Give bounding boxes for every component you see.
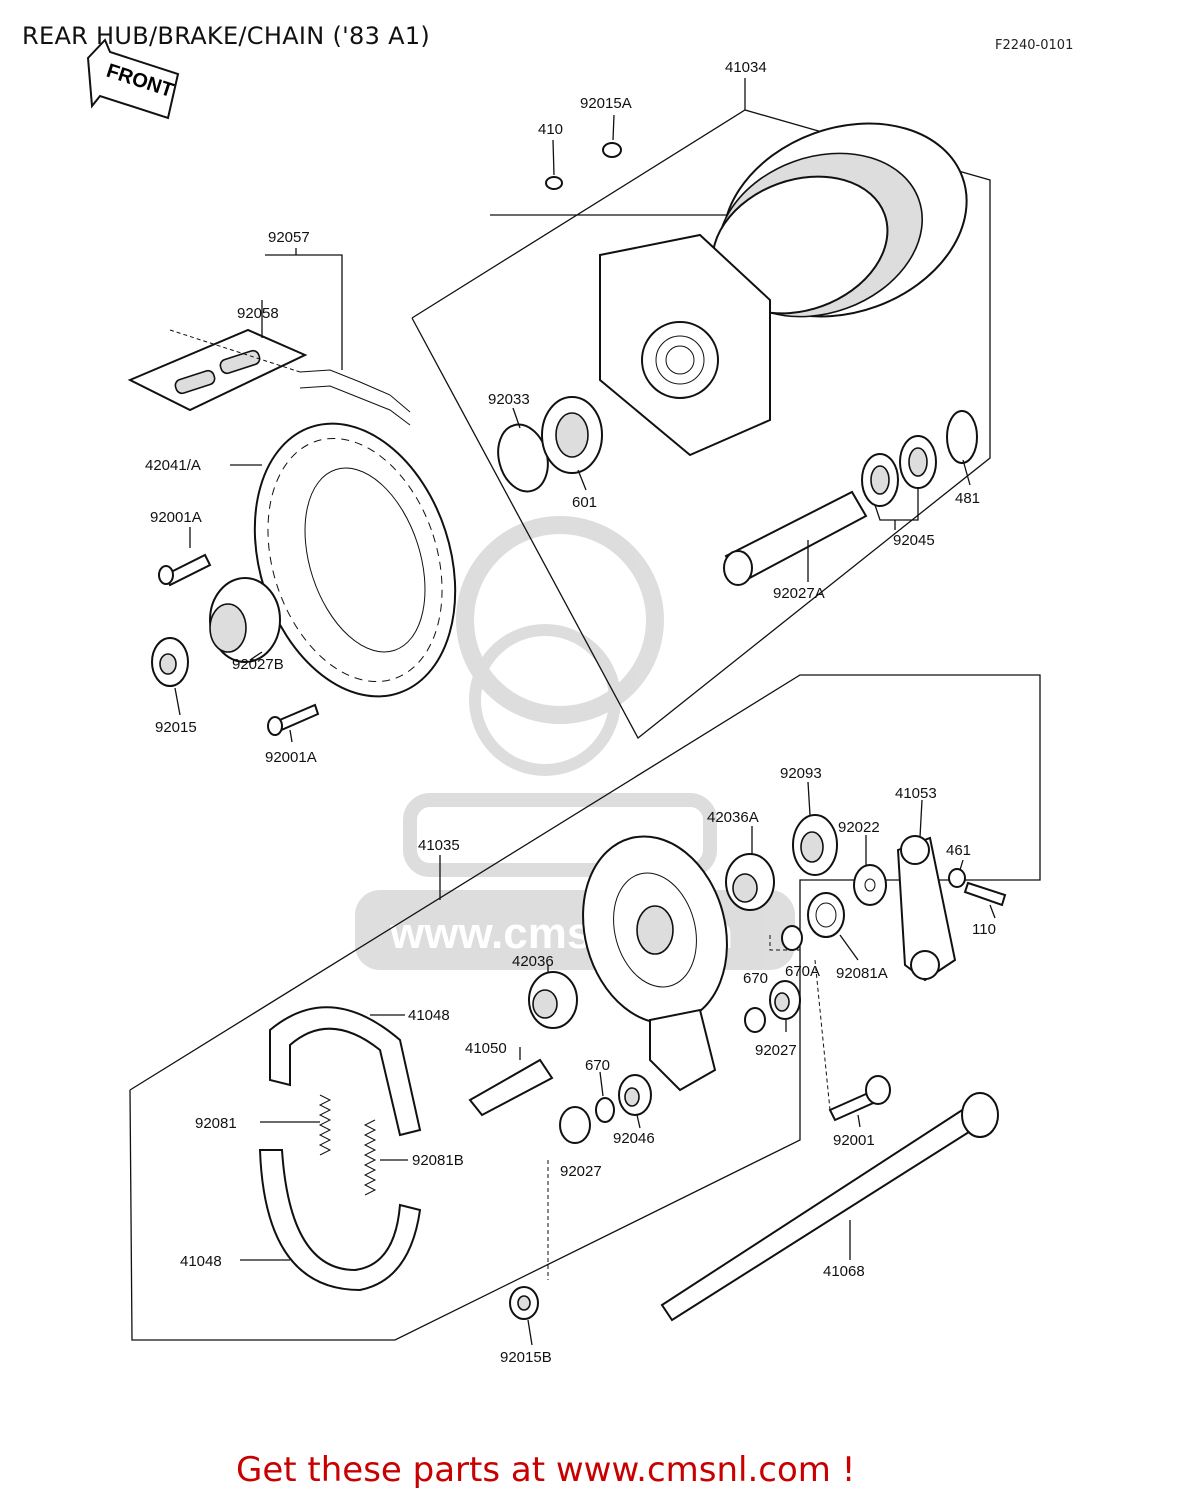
label-92027-1: 92027	[755, 1042, 797, 1059]
seal-92093	[792, 814, 838, 876]
label-670-2: 670	[585, 1057, 610, 1074]
collar-92027-2	[559, 1106, 591, 1144]
nut-461	[948, 868, 966, 888]
hub-group-outline	[411, 109, 991, 739]
nut-92015	[151, 637, 189, 687]
front-arrow-icon: FRONT	[86, 38, 180, 120]
label-670A: 670A	[785, 963, 820, 980]
bolt-92001	[828, 1075, 891, 1122]
bearing-92045-a	[861, 453, 899, 507]
label-41035: 41035	[418, 837, 460, 854]
drive-chain-92057	[127, 328, 411, 426]
oring-670-2	[595, 1097, 615, 1123]
label-92015B: 92015B	[500, 1349, 552, 1366]
label-92033: 92033	[488, 391, 530, 408]
label-461: 461	[946, 842, 971, 859]
label-92015A: 92015A	[580, 95, 632, 112]
nut-92015A	[602, 142, 622, 158]
label-92027B: 92027B	[232, 656, 284, 673]
figure-code: F2240-0101	[995, 38, 1074, 53]
cam-42036	[528, 971, 578, 1029]
bearing-601	[541, 396, 603, 474]
label-92027-2: 92027	[560, 1163, 602, 1180]
label-41068: 41068	[823, 1263, 865, 1280]
label-92001: 92001	[833, 1132, 875, 1149]
label-92081B: 92081B	[412, 1152, 464, 1169]
lever-41053	[896, 835, 957, 982]
label-410: 410	[538, 121, 563, 138]
label-670: 670	[743, 970, 768, 987]
collar-92027-1	[769, 980, 801, 1020]
label-42036A: 42036A	[707, 809, 759, 826]
label-92046: 92046	[613, 1130, 655, 1147]
label-92022: 92022	[838, 819, 880, 836]
label-92093: 92093	[780, 765, 822, 782]
brake-panel-41035	[582, 835, 728, 1092]
label-601: 601	[572, 494, 597, 511]
spring-92081	[318, 1094, 332, 1156]
brake-group-outline	[129, 674, 1041, 1341]
part-labels: 41034 92015A 410 92057 92058 92033 42041…	[145, 59, 996, 1366]
label-41048-1: 41048	[408, 1007, 450, 1024]
sprocket-42041A	[253, 422, 457, 698]
label-110: 110	[972, 921, 996, 938]
label-42036: 42036	[512, 953, 554, 970]
collar-92027B	[209, 577, 281, 663]
nut-92015B	[509, 1286, 539, 1320]
page-title: REAR HUB/BRAKE/CHAIN ('83 A1)	[22, 22, 431, 50]
label-92045: 92045	[893, 532, 935, 549]
bushing-92046	[618, 1074, 652, 1116]
label-42041A: 42041/A	[145, 457, 201, 474]
axle-41068	[660, 1092, 999, 1322]
spring-92081A	[807, 892, 845, 938]
leader-lines	[174, 78, 996, 1346]
bolt-92001A-1	[158, 553, 212, 587]
nut-410	[545, 176, 563, 190]
cam-42036A	[725, 853, 775, 911]
label-92081: 92081	[195, 1115, 237, 1132]
label-92001A-1: 92001A	[150, 509, 202, 526]
label-92058: 92058	[237, 305, 279, 322]
brake-shoe-41048-2	[258, 1149, 422, 1292]
oring-670A	[781, 925, 803, 951]
bolt-110	[963, 881, 1007, 907]
oring-670-1	[744, 1007, 766, 1033]
promo-link[interactable]: Get these parts at www.cmsnl.com !	[236, 1450, 855, 1490]
label-92081A: 92081A	[836, 965, 888, 982]
label-41050: 41050	[465, 1040, 507, 1057]
rear-hub-41034	[599, 122, 968, 457]
label-92027A: 92027A	[773, 585, 825, 602]
spring-92081B	[363, 1119, 377, 1196]
pin-41050	[468, 1058, 554, 1117]
circlip-481	[946, 410, 978, 464]
label-41048-2: 41048	[180, 1253, 222, 1270]
label-41034: 41034	[725, 59, 767, 76]
brake-shoe-41048-1	[269, 1006, 422, 1137]
bolt-92001A-2	[267, 703, 320, 736]
label-92015: 92015	[155, 719, 197, 736]
label-481: 481	[955, 490, 980, 507]
label-41053: 41053	[895, 785, 937, 802]
label-92057: 92057	[268, 229, 310, 246]
bearing-92045-b	[899, 435, 937, 489]
washer-92022	[853, 864, 887, 906]
promo-link-text[interactable]: Get these parts at www.cmsnl.com !	[236, 1450, 856, 1490]
label-92001A-2: 92001A	[265, 749, 317, 766]
sleeve-92027A	[723, 490, 868, 586]
